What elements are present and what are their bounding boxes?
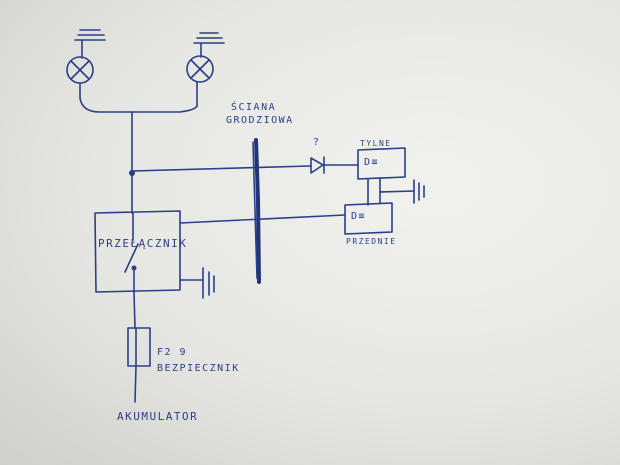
diode-icon	[310, 156, 325, 174]
front-feed-wire	[179, 214, 346, 224]
switch-label: PRZEŁĄCZNIK	[98, 237, 188, 250]
fuse-rating-label: F2 9	[157, 347, 188, 358]
rear-lamp-label: TYLNE	[360, 139, 392, 148]
switch-box	[94, 210, 181, 293]
firewall-line	[254, 138, 261, 284]
rear-feed-wire	[131, 165, 311, 172]
diode-question-mark: ?	[313, 137, 321, 148]
rear-lamp-box	[357, 147, 406, 180]
fuse-icon	[127, 327, 151, 367]
fuse-label: BEZPIECZNIK	[157, 363, 240, 374]
headlight-left-icon	[66, 29, 106, 99]
switch-contact-icon	[124, 243, 139, 273]
fuse-input-wire	[133, 291, 136, 329]
firewall-edge	[252, 141, 258, 279]
firewall-label-line2: GRODZIOWA	[226, 115, 294, 126]
firewall-label-line1: ŚCIANA	[231, 102, 277, 113]
front-lamp-symbol: D≡	[351, 211, 367, 222]
front-lamp-label: PRZEDNIE	[346, 237, 397, 246]
rear-lamp-symbol: D≡	[364, 157, 380, 168]
switch-ground-icon	[179, 267, 215, 299]
battery-label: AKUMULATOR	[117, 410, 199, 423]
lamp-ground-icon	[413, 179, 425, 204]
bulb-bus-wire	[79, 97, 198, 113]
battery-wire	[134, 365, 137, 403]
headlight-right-icon	[186, 32, 225, 107]
front-lamp-box	[344, 202, 393, 235]
